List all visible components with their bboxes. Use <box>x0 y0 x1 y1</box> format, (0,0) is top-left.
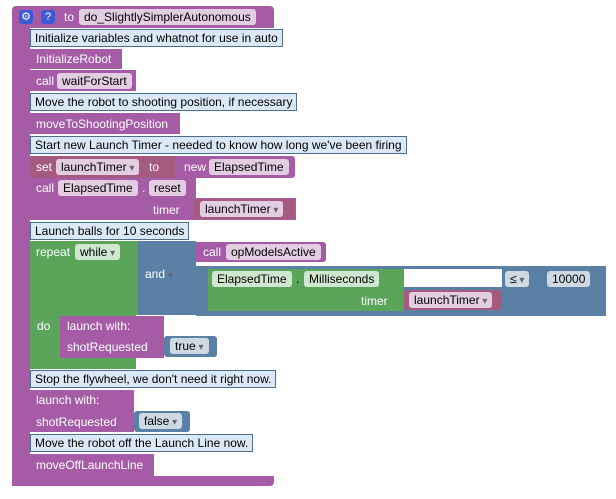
timer-param-label: timer <box>153 203 180 217</box>
comment-stop-flywheel[interactable]: Stop the flywheel, we don't need it righ… <box>30 370 277 388</box>
set-label: set <box>36 160 53 174</box>
true-dropdown[interactable]: true <box>170 338 209 354</box>
call-label: call <box>36 74 55 88</box>
launch-with-label-2: launch with: <box>36 393 100 407</box>
call-label-3: call <box>203 245 222 259</box>
do-label: do <box>37 319 51 333</box>
dot-separator-2: . <box>296 272 300 286</box>
timer-param-label-2: timer <box>361 294 388 308</box>
gear-icon[interactable]: ⚙ <box>19 10 33 24</box>
comment-launch-balls[interactable]: Launch balls for 10 seconds <box>30 222 190 240</box>
move-off-launch-line-block[interactable] <box>30 454 154 476</box>
function-body-spine <box>12 26 30 486</box>
false-dropdown[interactable]: false <box>139 413 183 429</box>
launch-timer-var-dropdown[interactable]: launchTimer <box>56 159 140 175</box>
comment-move-shooting[interactable]: Move the robot to shooting position, if … <box>30 93 298 111</box>
comment-launch-timer[interactable]: Start new Launch Timer - needed to know … <box>30 136 407 154</box>
shot-requested-label-2: shotRequested <box>36 415 117 429</box>
comment-move-off-line[interactable]: Move the robot off the Launch Line now. <box>30 434 254 452</box>
compare-value-field[interactable]: 10000 <box>547 271 591 287</box>
while-dropdown[interactable]: while <box>75 244 121 260</box>
function-footer <box>12 476 274 486</box>
to-label-field: to <box>149 160 160 174</box>
launch-timer-arg-dropdown-2[interactable]: launchTimer <box>409 292 493 308</box>
and-dropdown[interactable]: and <box>140 266 178 282</box>
initialize-robot-label: InitializeRobot <box>36 52 112 66</box>
repeat-label: repeat <box>36 245 71 259</box>
new-label: new <box>184 160 207 174</box>
launch-with-block-2[interactable] <box>30 390 134 432</box>
shot-requested-label-1: shotRequested <box>67 340 148 354</box>
compare-operator-dropdown[interactable]: ≤ <box>505 271 530 287</box>
launch-with-label-1: launch with: <box>67 319 131 333</box>
reset-method-field[interactable]: reset <box>149 180 186 196</box>
dot-separator: . <box>142 181 146 195</box>
move-to-shooting-block[interactable] <box>30 113 180 134</box>
initialize-robot-block[interactable] <box>30 49 122 69</box>
comment-initialize[interactable]: Initialize variables and whatnot for use… <box>30 29 283 47</box>
milliseconds-field[interactable]: Milliseconds <box>304 271 380 287</box>
function-name-field[interactable]: do_SlightlySimplerAutonomous <box>79 9 256 25</box>
elapsed-time-field-3[interactable]: ElapsedTime <box>212 271 292 287</box>
to-keyword: to <box>64 10 75 24</box>
launch-timer-arg-dropdown[interactable]: launchTimer <box>200 201 284 217</box>
compare-input-slot <box>404 269 502 287</box>
op-models-active-field[interactable]: opModelsActive <box>226 244 321 260</box>
move-off-launch-line-label: moveOffLaunchLine <box>36 458 144 472</box>
launch-with-row-1 <box>60 336 164 358</box>
elapsed-time-class-field-2[interactable]: ElapsedTime <box>58 180 138 196</box>
call-label-2: call <box>36 181 55 195</box>
wait-for-start-field[interactable]: waitForStart <box>57 73 132 89</box>
help-icon[interactable]: ? <box>41 10 55 24</box>
elapsed-time-class-field[interactable]: ElapsedTime <box>209 159 289 175</box>
move-to-shooting-label: moveToShootingPosition <box>36 117 169 131</box>
